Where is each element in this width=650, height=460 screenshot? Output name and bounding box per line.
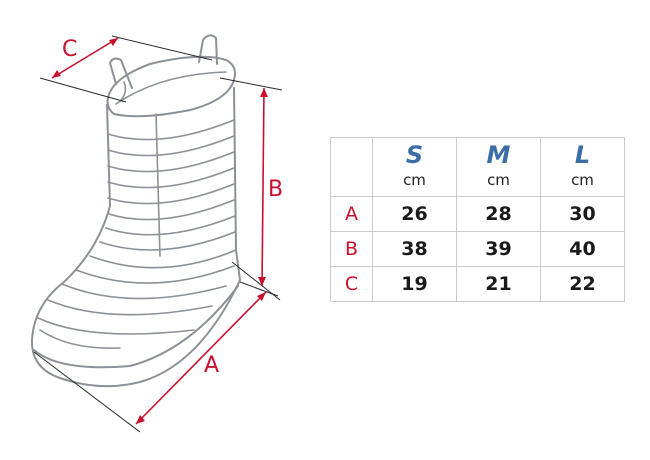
label-b: B: [268, 177, 283, 202]
unit-label: cm: [403, 171, 426, 189]
table-cell: 38: [372, 231, 457, 267]
table-cell: 30: [540, 196, 625, 232]
boot-illustration: [30, 34, 241, 388]
column-header-s: S cm: [372, 137, 457, 197]
table-cell: 40: [540, 231, 625, 267]
column-header-l: L cm: [540, 137, 625, 197]
table-cell: 26: [372, 196, 457, 232]
row-label-c: C: [330, 266, 373, 302]
row-label-b: B: [330, 231, 373, 267]
label-c: C: [62, 37, 77, 62]
column-header-m: M cm: [456, 137, 541, 197]
table-cell: 19: [372, 266, 457, 302]
dimension-a: A: [33, 261, 281, 433]
dimension-c: C: [39, 35, 213, 103]
table-corner-cell: [330, 137, 373, 197]
row-label-a: A: [330, 196, 373, 232]
table-cell: 22: [540, 266, 625, 302]
unit-label: cm: [571, 171, 594, 189]
table-row: C 19 21 22: [330, 266, 625, 302]
size-label-l: L: [574, 141, 591, 169]
size-table: S cm M cm L cm A 26 28 30 B 38 39 40 C 1…: [330, 137, 625, 302]
table-row: B 38 39 40: [330, 231, 625, 267]
size-label-m: M: [486, 141, 511, 169]
size-label-s: S: [405, 141, 424, 169]
table-header-row: S cm M cm L cm: [330, 137, 625, 197]
label-a: A: [204, 353, 219, 378]
unit-label: cm: [487, 171, 510, 189]
table-cell: 28: [456, 196, 541, 232]
dimension-b: B: [219, 77, 283, 297]
table-row: A 26 28 30: [330, 196, 625, 232]
table-cell: 39: [456, 231, 541, 267]
table-cell: 21: [456, 266, 541, 302]
